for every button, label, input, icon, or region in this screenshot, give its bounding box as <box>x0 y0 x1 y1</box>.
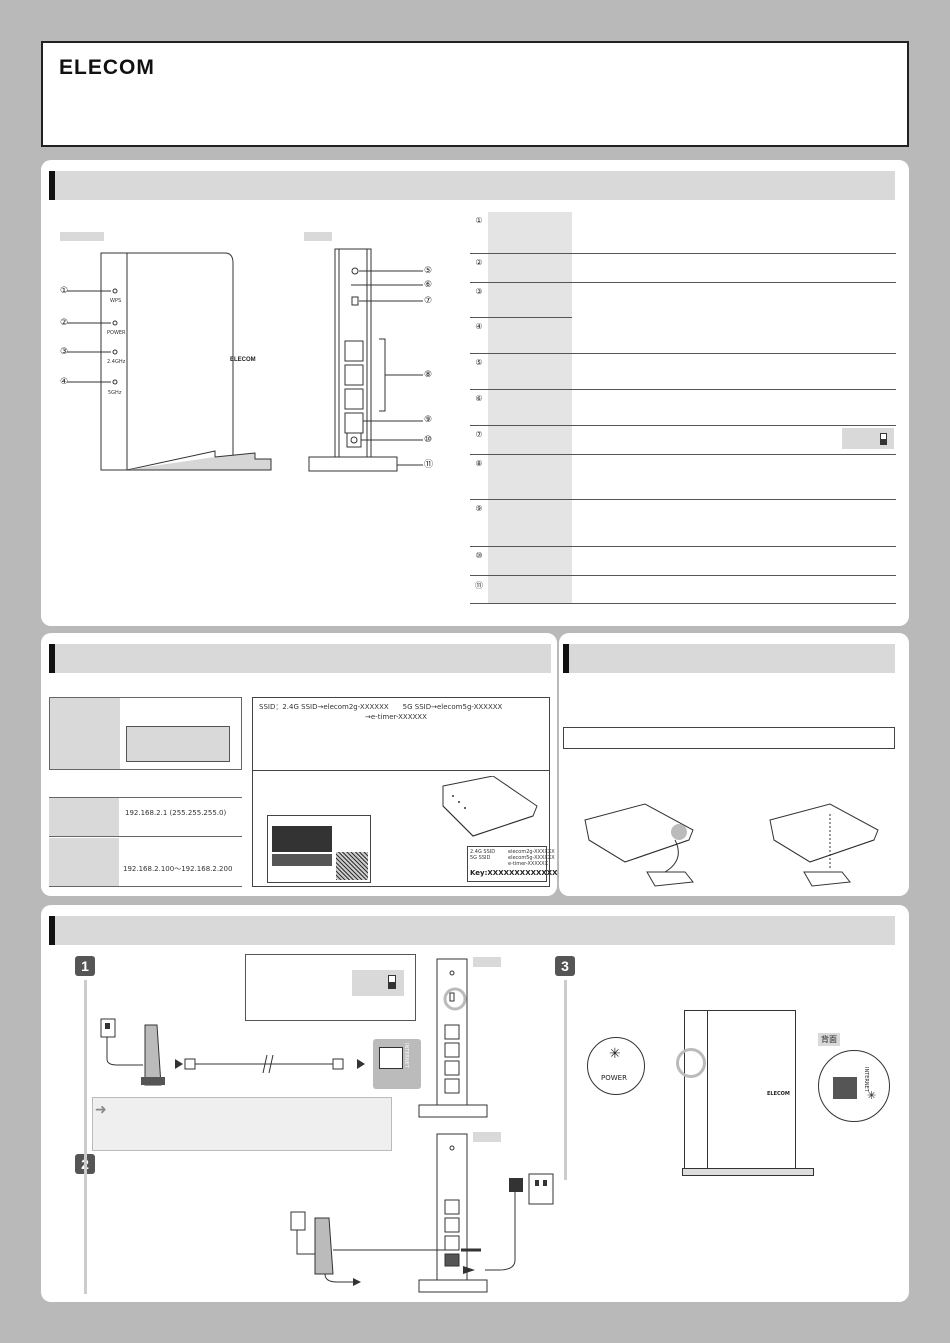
back-callout-10: ⑩ <box>424 435 433 445</box>
password-display <box>126 726 230 762</box>
stand-attach-illustration-1 <box>584 803 694 887</box>
note-box <box>563 727 895 749</box>
front-callout-2: ② <box>60 318 69 328</box>
internet-led-label: INTERNET <box>863 1067 869 1092</box>
power-led-zoom: ✳ POWER <box>587 1037 645 1095</box>
internet-port-label: INTERNET <box>403 1043 409 1068</box>
table-row: ⑦ <box>470 425 896 455</box>
table-row: ③ <box>470 282 896 318</box>
step-1-2-line <box>84 980 87 1294</box>
switch-image-box <box>842 427 894 449</box>
stand-attach-illustration-2 <box>769 803 879 887</box>
ssid-info-box: SSID：2.4G SSID→elecom2g-XXXXXX 5G SSID→e… <box>252 697 558 887</box>
table-row: ⑧ <box>470 454 896 500</box>
settings-sticker <box>267 815 371 883</box>
table-row: ② <box>470 253 896 283</box>
network-info-box: 192.168.2.1 (255.255.255.0) 192.168.2.10… <box>49 797 242 887</box>
led-label-5ghz: 5GHz <box>108 390 122 396</box>
router-front-step3: ELECOM <box>684 1010 796 1171</box>
led-glow-icon: ✳ <box>867 1089 877 1102</box>
wifi-key: Key:XXXXXXXXXXXXX <box>470 869 558 877</box>
back-callout-6: ⑥ <box>424 280 433 290</box>
power-connection-illustration <box>290 1173 554 1286</box>
back-view-tag: 背面 <box>818 1033 840 1046</box>
front-elecom-mark: ELECOM <box>230 357 256 363</box>
table-row: ⑤ <box>470 353 896 390</box>
internet-port-callout: INTERNET <box>373 1039 421 1089</box>
led-label-24ghz: 2.4GHz <box>107 359 126 365</box>
arrow-right-icon: ➜ <box>95 1102 107 1118</box>
qr-code-icon <box>336 852 368 880</box>
section-title-bar <box>49 916 895 945</box>
parts-table: ① ② ③ ④ ⑤ ⑥ ⑦ ⑧ ⑨ ⑩ ⑪ <box>470 212 896 604</box>
router-flat-illustration <box>442 776 538 837</box>
ip-address-value: 192.168.2.1 (255.255.255.0) <box>125 809 227 817</box>
section-title-bar <box>563 644 895 673</box>
back-callout-7: ⑦ <box>424 296 433 306</box>
back-callout-5: ⑤ <box>424 266 433 276</box>
table-row: ⑪ <box>470 575 896 604</box>
step-1-badge: 1 <box>75 956 95 976</box>
mode-switch-callout <box>245 954 416 1021</box>
front-callout-3: ③ <box>60 347 69 357</box>
elecom-logo: ELECOM <box>59 56 155 79</box>
led-glow-icon: ✳ <box>609 1046 621 1062</box>
side-view-tag <box>304 232 332 241</box>
ssid-line-2: →e-timer-XXXXXX <box>365 713 427 721</box>
router-elecom-mark: ELECOM <box>767 1091 790 1097</box>
back-callout-9: ⑨ <box>424 415 433 425</box>
internet-led-zoom: INTERNET ✳ <box>818 1050 890 1122</box>
router-front-illustration <box>67 252 272 471</box>
table-row: ⑨ <box>470 499 896 547</box>
back-callout-8: ⑧ <box>424 370 433 380</box>
document-header: ELECOM <box>41 41 909 147</box>
table-row: ① <box>470 212 896 254</box>
ssid-line-1: SSID：2.4G SSID→elecom2g-XXXXXX 5G SSID→e… <box>259 703 503 711</box>
login-info-box <box>49 697 242 770</box>
table-row: ④ <box>470 317 896 354</box>
router-back-illustration <box>308 248 423 472</box>
switch-icon <box>388 975 396 989</box>
front-view-tag <box>60 232 104 241</box>
step-3-badge: 3 <box>555 956 575 976</box>
dhcp-range-value: 192.168.2.100〜192.168.2.200 <box>123 865 233 873</box>
modem-connection-illustration <box>100 1018 365 1086</box>
power-led-label: POWER <box>601 1074 627 1082</box>
section-title-bar <box>49 644 551 673</box>
bottom-label: 2.4G SSID elecom2g-XXXXXX 5G SSID elecom… <box>467 846 558 882</box>
table-row: ⑩ <box>470 546 896 576</box>
front-callout-1: ① <box>60 286 69 296</box>
front-callout-4: ④ <box>60 377 69 387</box>
led-label-power: POWER <box>107 330 126 336</box>
step-3-line <box>564 980 567 1180</box>
section-title-bar <box>49 171 895 200</box>
back-callout-11: ⑪ <box>424 460 434 470</box>
switch-icon <box>880 432 887 445</box>
power-led-highlight <box>676 1048 706 1078</box>
table-row: ⑥ <box>470 389 896 426</box>
step-1-note: ➜ <box>92 1097 392 1151</box>
router-back-step1 <box>418 957 501 1118</box>
router-back-step2 <box>418 1132 501 1293</box>
led-label-wps: WPS <box>110 298 122 304</box>
router-stand-step3 <box>682 1168 814 1176</box>
section-stand-panel <box>559 633 909 896</box>
